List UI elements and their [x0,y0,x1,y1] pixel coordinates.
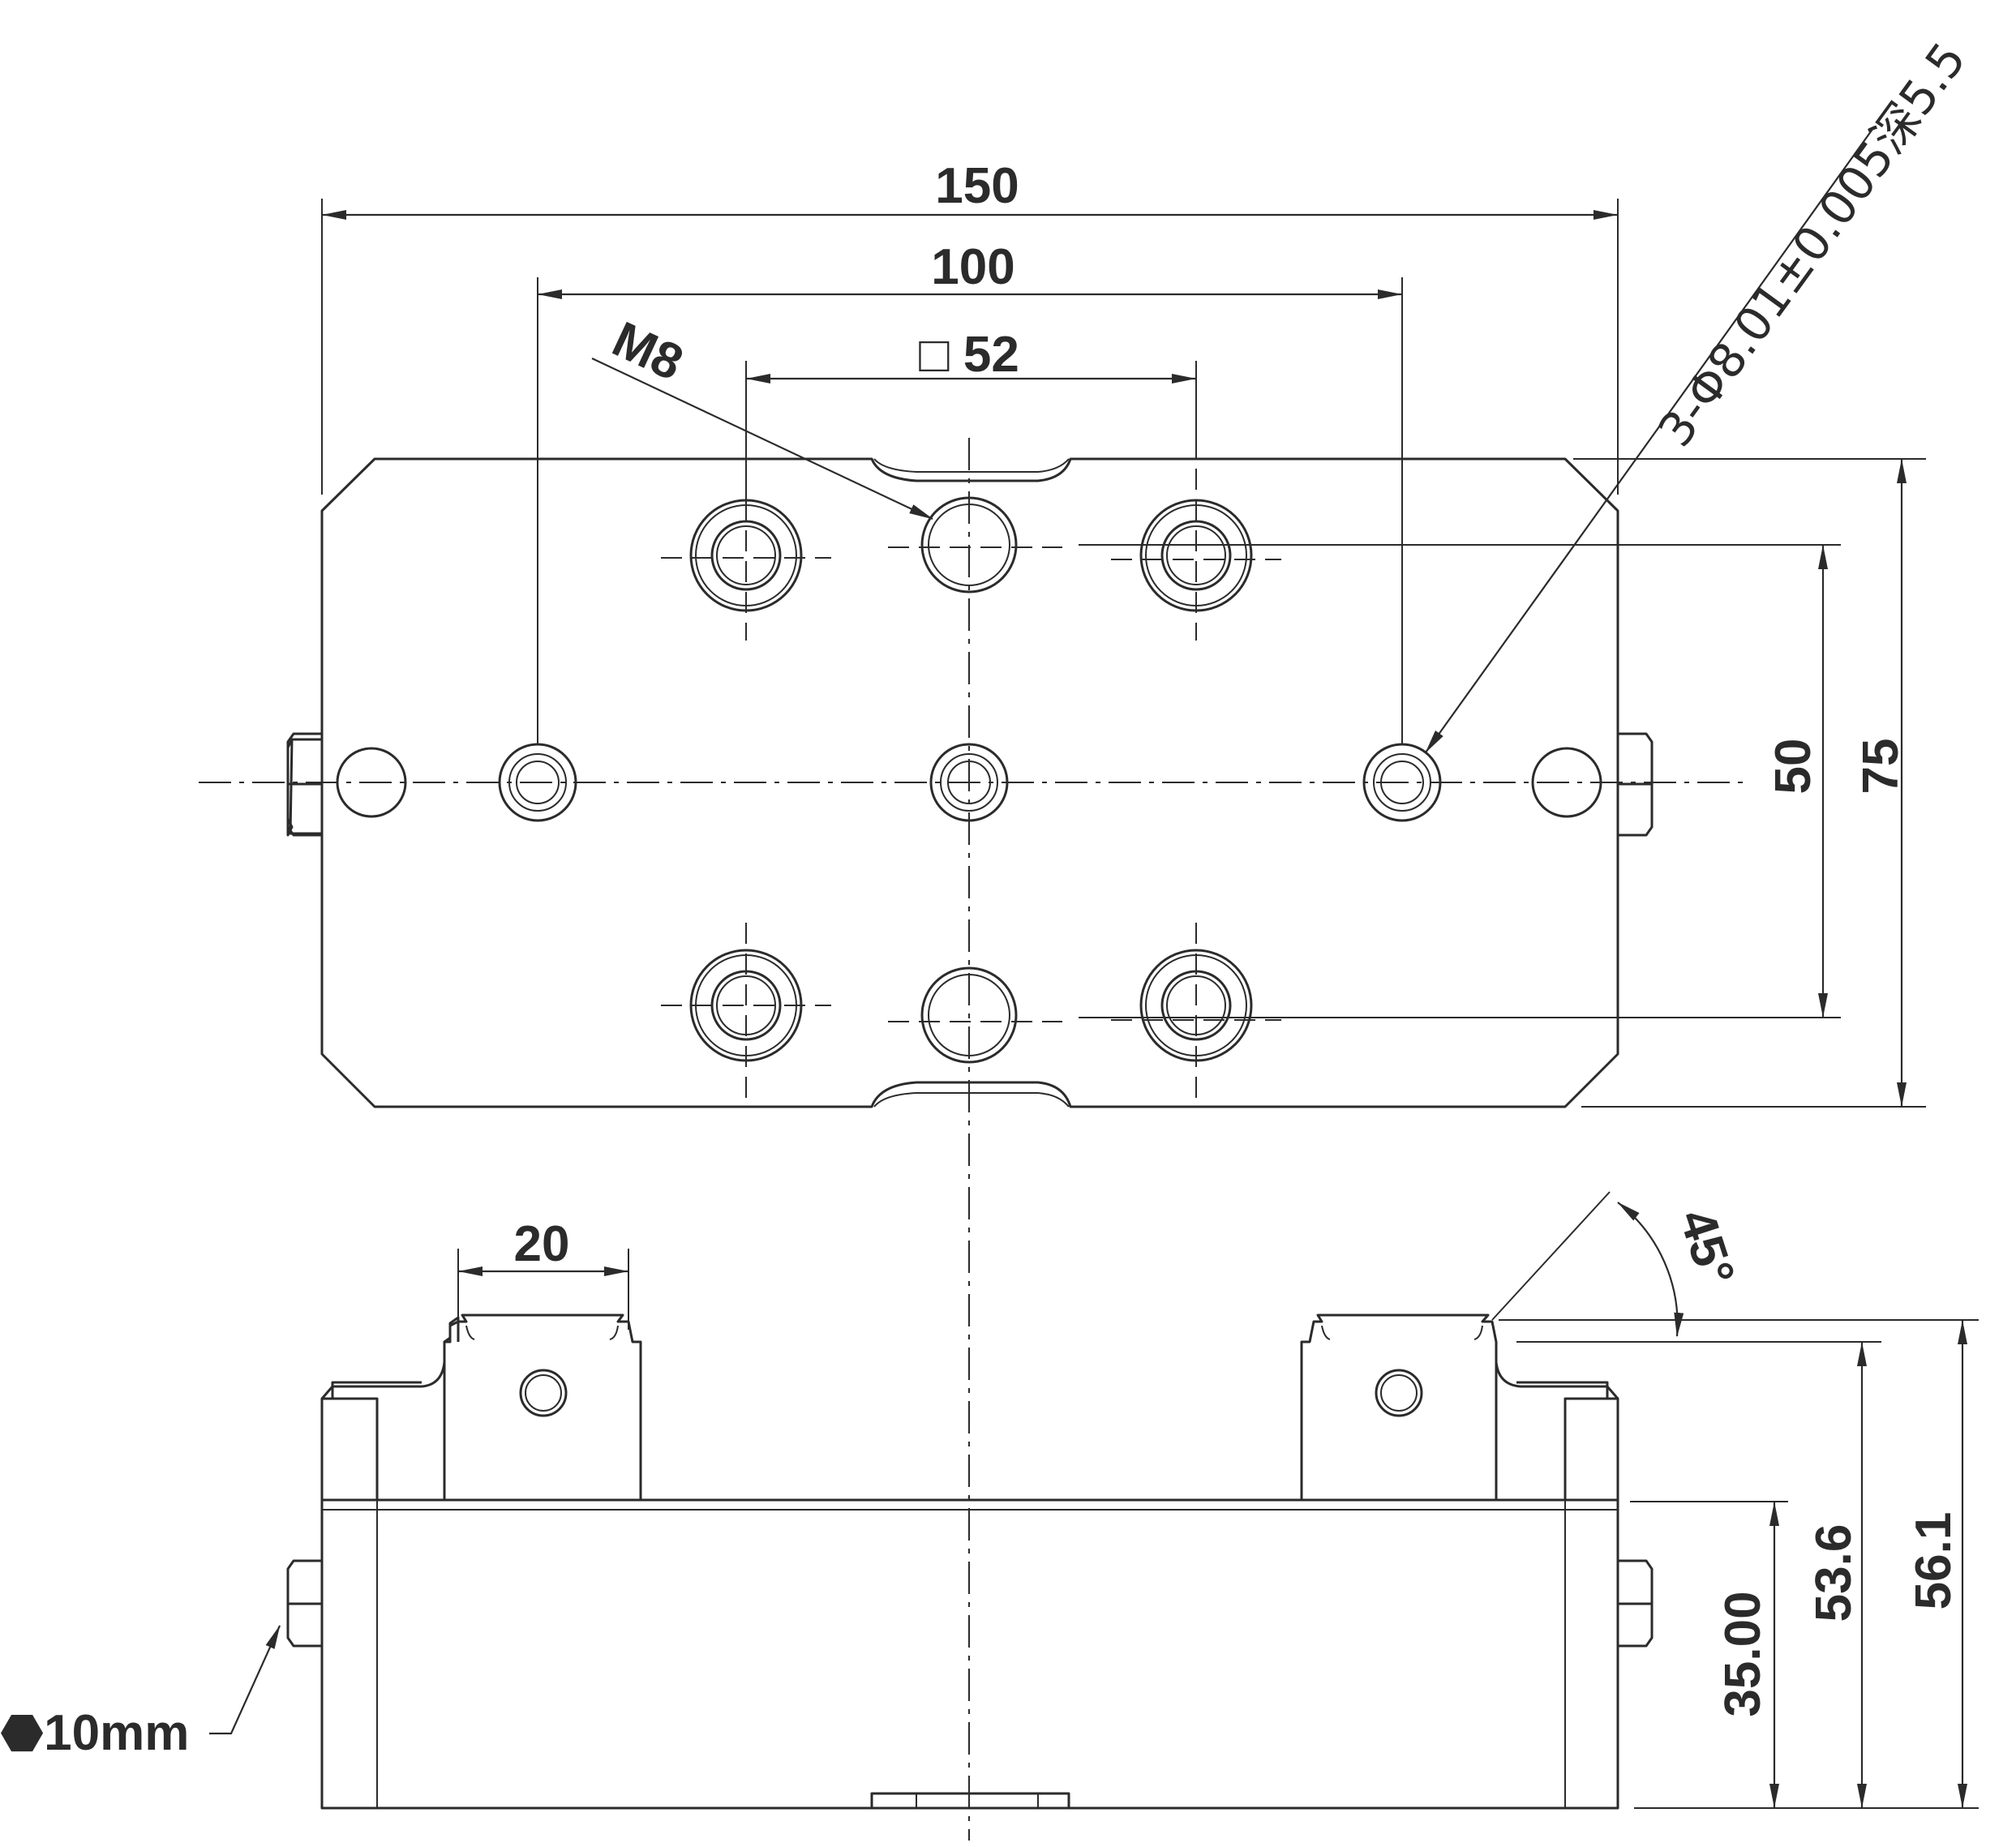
dim-jaw-width: 20 [514,1216,570,1272]
plate-outline [320,457,1619,1108]
side-bolt-right [1618,1559,1654,1648]
hex-bolt-right [1618,732,1654,837]
side-bolt-left [286,1559,322,1648]
side-view: 20 45° 35.00 53.6 56.1 ⬣10mm [0,1191,1979,1810]
label-wrench-size: ⬣10mm [0,1705,189,1761]
label-thread: M8 [604,311,691,392]
dim-overall-height: 56.1 [1906,1512,1962,1610]
dim-clamp-height: 53.6 [1806,1524,1862,1622]
dim-base-height: 35.00 [1715,1591,1771,1716]
left-jaw [443,1313,642,1502]
dim-square-pattern: □ 52 [919,327,1019,383]
dim-chamfer-angle: 45° [1668,1202,1745,1292]
label-locating-holes: 3-Φ8.01±0.005深5.5 [1647,32,1976,456]
dim-overall-depth: 75 [1853,739,1909,795]
right-jaw [1300,1313,1498,1502]
jaw-hole-left [519,1369,568,1417]
jaw-hole-right [1375,1369,1423,1417]
hex-bolt-left [286,738,322,837]
top-view: 150 100 □ 52 M8 3-Φ8.01±0.005深5.5 50 75 [199,32,1977,1841]
dim-outer-pin-spacing: 100 [931,239,1014,295]
dim-overall-width: 150 [935,158,1019,214]
dim-inner-row-spacing: 50 [1765,739,1821,795]
upper-plate [320,1397,1619,1500]
base-body [320,1498,1619,1810]
